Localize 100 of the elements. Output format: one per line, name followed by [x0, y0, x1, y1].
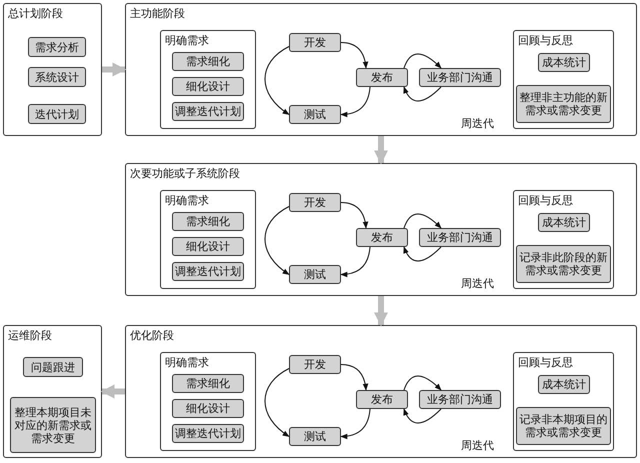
arrow: [404, 246, 442, 262]
process-box: [28, 37, 86, 57]
process-box: [516, 85, 611, 123]
process-box: [538, 375, 590, 394]
arrow: [340, 246, 370, 278]
process-box: [289, 33, 341, 52]
process-box: [516, 407, 611, 445]
box-label: 开发: [304, 196, 326, 209]
panel-title: 次要功能或子系统阶段: [130, 167, 240, 180]
process-box: [28, 104, 86, 124]
group-panel: [160, 190, 256, 289]
group-panel: [160, 352, 256, 451]
process-box: [172, 102, 244, 121]
box-label: 成本统计: [542, 378, 586, 391]
box-label: 迭代计划: [35, 108, 79, 120]
process-box: [516, 245, 611, 283]
process-box: [23, 357, 83, 377]
arrow: [264, 206, 290, 275]
box-label: 问题跟进: [31, 360, 75, 374]
process-box: [538, 53, 590, 72]
process-box: [172, 77, 244, 96]
arrow: [404, 408, 442, 424]
group-panel: [160, 30, 256, 129]
stage-panel: [125, 163, 637, 296]
box-label: 细化设计: [186, 402, 230, 415]
iteration-note: 周迭代: [461, 277, 494, 290]
box-label: 测试: [304, 430, 326, 443]
box-label: 整理非主功能的新需求或需求变更: [518, 91, 608, 117]
arrow: [404, 54, 442, 68]
box-label: 调整迭代计划: [175, 105, 241, 118]
group-panel: [513, 30, 614, 129]
box-label: 发布: [371, 231, 393, 244]
panel-title: 主功能阶段: [130, 7, 185, 20]
arrow: [264, 368, 290, 437]
process-box: [538, 213, 590, 232]
box-label: 成本统计: [542, 216, 586, 229]
group-panel: [513, 352, 614, 451]
flow-arrow: [374, 296, 388, 326]
panel-title: 总计划阶段: [8, 7, 63, 20]
flow-arrow: [102, 62, 126, 76]
arrow: [404, 376, 442, 390]
box-label: 发布: [371, 71, 393, 84]
process-box: [289, 427, 341, 446]
box-label: 测试: [304, 268, 326, 281]
panel-title: 优化阶段: [130, 329, 174, 342]
arrow: [404, 86, 442, 102]
process-box: [356, 390, 408, 409]
box-label: 记录非此阶段的新需求或需求变更: [518, 251, 608, 277]
flow-arrow: [100, 384, 125, 398]
process-box: [356, 68, 408, 87]
process-box: [172, 52, 244, 71]
box-label: 需求细化: [186, 377, 230, 390]
process-box: [172, 262, 244, 281]
arrow: [340, 86, 370, 118]
group-panel: [513, 190, 614, 289]
box-label: 整理本期项目未对应的新需求或需求变更: [14, 406, 92, 444]
box-label: 细化设计: [186, 240, 230, 253]
iteration-note: 周迭代: [461, 439, 494, 452]
process-box: [172, 212, 244, 231]
process-box: [289, 193, 341, 212]
box-label: 业务部门沟通: [427, 393, 493, 406]
process-box: [28, 67, 86, 87]
box-label: 开发: [304, 36, 326, 49]
box-label: 调整迭代计划: [175, 265, 241, 278]
box-label: 成本统计: [542, 56, 586, 69]
box-label: 需求细化: [186, 215, 230, 228]
box-label: 细化设计: [186, 80, 230, 93]
process-box: [419, 390, 501, 409]
process-box: [172, 374, 244, 393]
process-box: [289, 105, 341, 124]
process-box: [172, 399, 244, 418]
box-label: 发布: [371, 393, 393, 406]
arrow: [404, 214, 442, 228]
stage-panel: [3, 325, 102, 458]
box-label: 开发: [304, 358, 326, 371]
panel-title: 回顾与反思: [518, 34, 573, 47]
arrow: [340, 42, 368, 69]
panel-title: 回顾与反思: [518, 356, 573, 369]
panel-title: 运维阶段: [8, 329, 52, 342]
arrow: [340, 408, 370, 440]
arrow: [340, 202, 368, 229]
process-box: [289, 355, 341, 374]
panel-title: 明确需求: [165, 356, 209, 369]
arrow: [340, 364, 368, 391]
box-label: 系统设计: [35, 70, 79, 84]
box-label: 业务部门沟通: [427, 231, 493, 244]
box-label: 记录非本期项目的需求或需求变更: [518, 413, 608, 439]
stage-panel: [125, 3, 637, 136]
stage-panel: [125, 325, 637, 458]
process-box: [10, 397, 96, 453]
box-label: 调整迭代计划: [175, 427, 241, 440]
box-label: 业务部门沟通: [427, 71, 493, 84]
box-label: 测试: [304, 108, 326, 121]
process-box: [289, 265, 341, 284]
arrow: [264, 46, 290, 115]
panel-title: 回顾与反思: [518, 194, 573, 207]
process-box: [419, 68, 501, 87]
process-box: [419, 228, 501, 247]
flow-arrow: [374, 136, 388, 164]
process-box: [172, 424, 244, 443]
